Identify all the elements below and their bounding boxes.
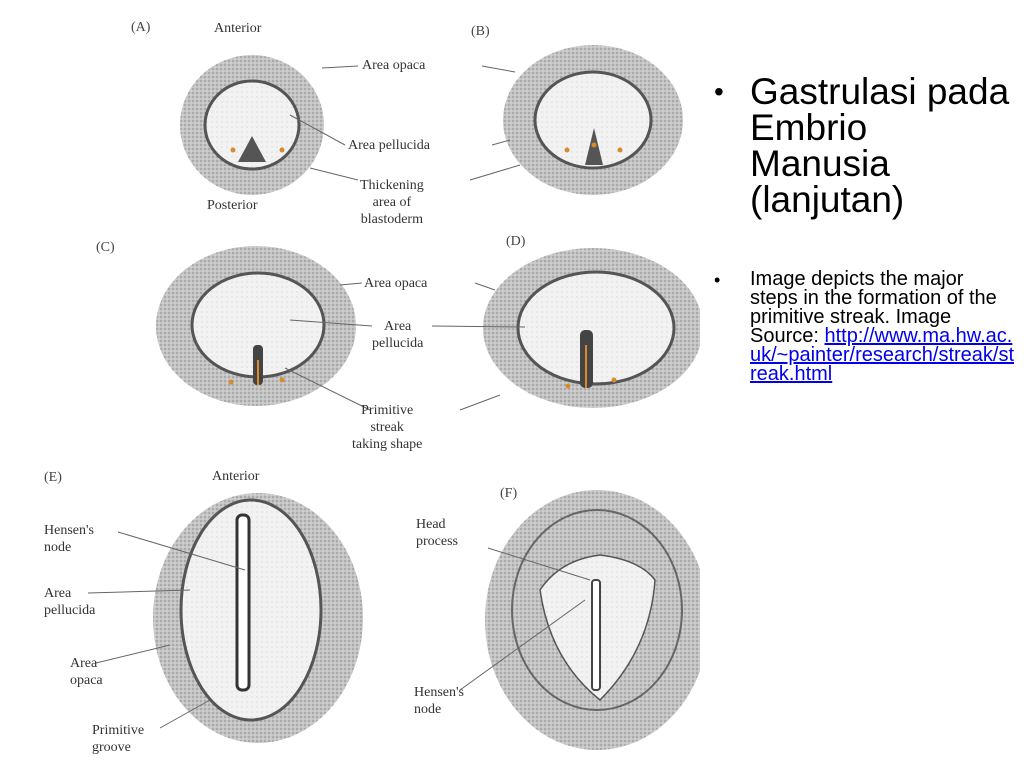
label-area-pellucida-ab: Area pellucida <box>348 138 431 153</box>
panel-label-b: (B) <box>471 24 490 39</box>
embryo-b <box>503 45 683 195</box>
embryo-diagram: (A) (B) (C) (D) (E) (F) Anterior Posteri… <box>44 20 709 755</box>
label-hensens-node-f: Hensen's node <box>414 685 464 717</box>
embryo-c <box>156 246 356 406</box>
label-anterior-e: Anterior <box>212 469 260 484</box>
label-posterior-ab: Posterior <box>207 198 258 213</box>
leader-lines <box>87 65 591 729</box>
label-area-opaca-ab: Area opaca <box>362 58 426 73</box>
diagram-illustration <box>87 45 709 750</box>
panel-label-e: (E) <box>44 470 62 485</box>
label-head-process-f: Head process <box>416 517 458 549</box>
panel-label-d: (D) <box>506 234 526 249</box>
label-area-opaca-e: Area opaca <box>70 656 103 688</box>
label-hensens-node-e: Hensen's node <box>44 523 94 555</box>
slide-title: Gastrulasi pada Embrio Manusia (lanjutan… <box>750 71 1010 220</box>
label-area-pellucida-cd: Area pellucida <box>372 319 424 351</box>
slide-text: • Gastrulasi pada Embrio Manusia (lanjut… <box>706 71 1016 385</box>
bullet-icon: • <box>714 270 721 290</box>
embryo-a <box>180 55 324 195</box>
label-thickening-ab: Thickening area of blastoderm <box>360 178 424 227</box>
panel-label-a: (A) <box>131 20 151 35</box>
label-anterior-ab: Anterior <box>214 21 262 36</box>
label-area-pellucida-e: Area pellucida <box>44 586 96 618</box>
panel-label-f: (F) <box>500 486 518 501</box>
panel-label-c: (C) <box>96 240 115 255</box>
source-link[interactable]: http://www.ma.hw.ac.uk/~painter/research… <box>750 325 1015 385</box>
title-bullet: • Gastrulasi pada Embrio Manusia (lanjut… <box>706 71 1016 220</box>
description: Image depicts the major steps in the for… <box>750 268 1015 385</box>
description-bullet: • Image depicts the major steps in the f… <box>706 268 1016 385</box>
description-text: Image depicts the major steps in the for… <box>750 268 997 347</box>
bullet-icon: • <box>714 76 724 107</box>
embryo-e <box>153 493 363 743</box>
label-area-opaca-cd: Area opaca <box>364 276 428 291</box>
embryo-d <box>483 248 703 408</box>
label-primitive-streak-cd: Primitive streak taking shape <box>352 403 423 452</box>
label-primitive-groove-e: Primitive groove <box>92 723 145 755</box>
embryo-f <box>485 490 709 750</box>
